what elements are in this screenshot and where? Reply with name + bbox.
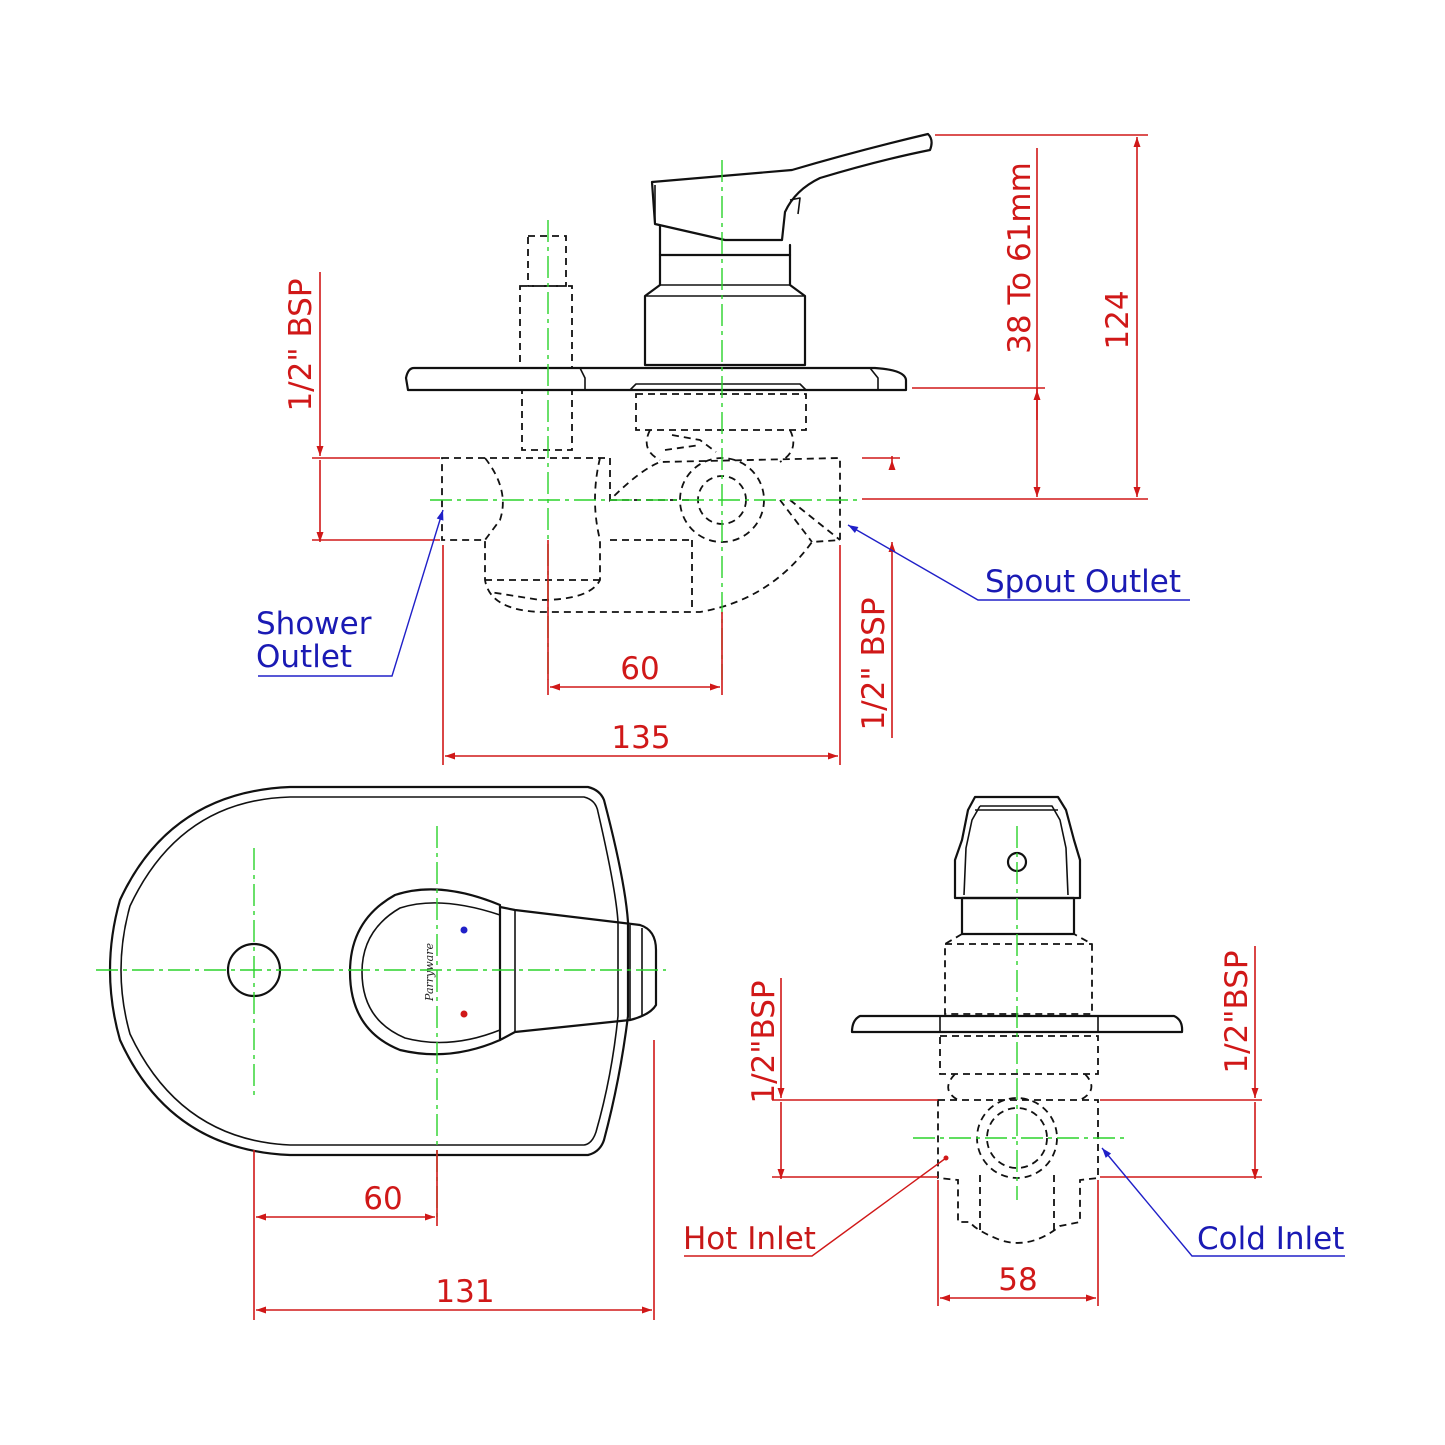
end-dim-left-thread: 1/2"BSP [746, 980, 782, 1103]
side-view: 135 60 124 38 To 61mm 1/2" BSP 1/2" BSP … [256, 132, 1190, 765]
side-dim-135: 135 [611, 720, 670, 756]
hot-inlet-label: Hot Inlet [683, 1221, 816, 1257]
shower-outlet-label-line2: Outlet [256, 639, 352, 675]
end-dim-58: 58 [998, 1262, 1037, 1298]
side-handle-lever [650, 132, 933, 242]
end-dim-right-thread: 1/2"BSP [1219, 950, 1255, 1073]
cold-inlet-label: Cold Inlet [1197, 1221, 1344, 1257]
side-dim-right-thread: 1/2" BSP [856, 597, 892, 730]
side-dim-left-thread: 1/2" BSP [283, 278, 319, 411]
side-dim-60: 60 [620, 651, 659, 687]
front-cover-plate [108, 785, 630, 1157]
front-dim-131: 131 [435, 1274, 494, 1310]
front-dim-60: 60 [363, 1181, 402, 1217]
side-dim-124: 124 [1100, 290, 1136, 349]
front-handle: Parryware [348, 888, 658, 1056]
end-cover-plate [850, 1014, 1184, 1034]
end-handle [953, 795, 1082, 900]
hot-indicator-dot [460, 1010, 468, 1018]
side-cartridge [635, 393, 807, 431]
end-view: 58 1/2"BSP 1/2"BSP Hot Inlet Cold Inlet [683, 795, 1345, 1306]
end-valve-body [937, 1099, 1099, 1244]
spout-outlet-label: Spout Outlet [985, 564, 1181, 600]
shower-outlet-label-line1: Shower [256, 606, 372, 642]
side-diverter-stem [519, 235, 573, 451]
brand-mark: Parryware [423, 943, 436, 1002]
side-dim-wall-depth: 38 To 61mm [1002, 162, 1038, 354]
front-view: Parryware 60 131 [96, 785, 666, 1320]
cold-indicator-dot [460, 926, 468, 934]
side-cover-plate [404, 366, 908, 392]
